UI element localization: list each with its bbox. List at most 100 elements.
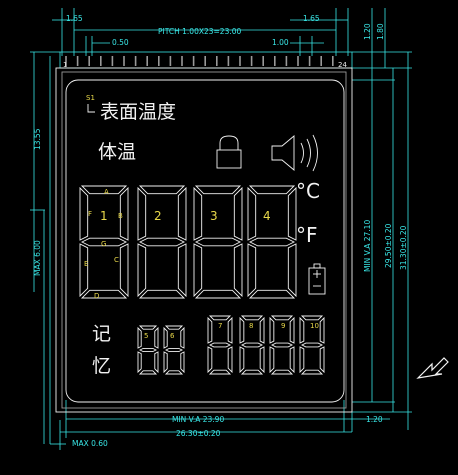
lcd-segment [80, 289, 128, 299]
segment-labels: A B C D E F G [84, 188, 123, 300]
lcd-segment [119, 243, 129, 298]
lcd-segment [299, 316, 305, 344]
arrow-cursor-icon [416, 357, 449, 379]
dim-pitch: PITCH 1.00X23=23.00 [158, 27, 242, 36]
segment-label-f: F [88, 210, 92, 218]
celsius-unit: °C [296, 179, 320, 203]
lcd-segment [138, 237, 186, 247]
digit-label-3: 3 [210, 209, 218, 223]
speaker-icon [271, 134, 318, 172]
seven-segment-digit [247, 185, 297, 299]
dim-panel-height: 29.50±0.20 [384, 223, 393, 268]
lcd-segment [208, 315, 232, 321]
dim-pin-pitch: 1.00 [272, 38, 289, 47]
lcd-segment [79, 243, 89, 298]
lcd-segment [270, 369, 294, 375]
segment-label-a: A [104, 188, 109, 196]
lcd-segment [233, 186, 243, 241]
right-dimensions [352, 8, 412, 430]
digit-label-4: 4 [263, 209, 271, 223]
indicator-s1-mark [87, 104, 95, 113]
memory-label-bottom: 忆 [92, 355, 111, 377]
lcd-segment [138, 185, 186, 195]
small-digit-label-10: 10 [310, 322, 319, 330]
lcd-segment [248, 237, 296, 247]
dim-viewing-area-width: MIN V.A 23.90 [172, 415, 224, 424]
lcd-segment [79, 186, 89, 241]
small-seven-segment-digit [239, 315, 265, 375]
bottom-dimensions [50, 400, 390, 450]
dim-right-r1: 1.20 [363, 23, 372, 40]
lcd-segment [138, 289, 186, 299]
lcd-segment [164, 347, 184, 353]
pin-label-first: 1 [63, 61, 67, 69]
lcd-segment [137, 326, 142, 349]
segment-label-d: D [94, 292, 99, 300]
dim-pin-gap: 0.50 [112, 38, 129, 47]
memory-label-top: 记 [92, 323, 111, 345]
lcd-segment [270, 315, 294, 321]
lcd-segment [138, 347, 158, 353]
lcd-segment [154, 326, 159, 349]
lcd-segment [180, 326, 185, 349]
lcd-segment [289, 346, 295, 374]
lcd-segment [80, 185, 128, 195]
dim-max-thickness: MAX 6.00 [33, 240, 42, 276]
small-digit-label-5: 5 [144, 332, 148, 340]
pin-label-last: 24 [338, 61, 347, 69]
lcd-segment [233, 243, 243, 298]
main-digits [79, 185, 297, 299]
lcd-segment [248, 289, 296, 299]
left-dimensions [30, 51, 60, 444]
lcd-segment [208, 342, 232, 348]
surface-temp-label: 表面温度 [100, 101, 176, 123]
lcd-segment [164, 370, 184, 375]
small-digit-label-6: 6 [170, 332, 175, 340]
lcd-segment [138, 325, 158, 330]
dim-pin-length: 13.55 [33, 128, 42, 150]
lcd-segment [287, 186, 297, 241]
lcd-segment [194, 185, 242, 195]
lcd-segment [164, 325, 184, 330]
lcd-segment [80, 237, 128, 247]
small-seven-segment-digit [163, 325, 185, 375]
lcd-segment [248, 185, 296, 195]
lcd-segment [300, 369, 324, 375]
lcd-segment [137, 243, 147, 298]
lcd-segment [240, 342, 264, 348]
dim-viewing-area-height: MIN V.A 27.10 [363, 220, 372, 272]
lcd-segment [138, 370, 158, 375]
lcd-segment [180, 351, 185, 374]
lcd-segment [194, 289, 242, 299]
lcd-segment [319, 316, 325, 344]
seven-segment-digit [137, 185, 187, 299]
dim-right-r2: 1.80 [376, 23, 385, 40]
lcd-segment [247, 243, 257, 298]
lcd-segment [177, 186, 187, 241]
lock-icon [216, 135, 242, 169]
dim-bottom-right: 1.20 [366, 415, 383, 424]
lcd-segment [269, 346, 275, 374]
panel-outline [55, 67, 353, 413]
memory-digits [137, 315, 325, 375]
segment-label-e: E [84, 260, 88, 268]
lcd-segment [163, 351, 168, 374]
dim-panel-width: 26.30±0.20 [176, 429, 221, 438]
segment-label-g: G [101, 240, 106, 248]
segment-label-b: B [118, 212, 123, 220]
lcd-segment [299, 346, 305, 374]
lcd-segment [239, 316, 245, 344]
lcd-segment [239, 346, 245, 374]
lcd-segment [240, 315, 264, 321]
lcd-segment [137, 351, 142, 374]
body-temp-label: 体温 [98, 141, 136, 163]
small-digit-label-9: 9 [281, 322, 285, 330]
lcd-segment [194, 237, 242, 247]
dim-glass-height: 31.30±0.20 [399, 225, 408, 270]
lcd-segment [319, 346, 325, 374]
lcd-segment [259, 346, 265, 374]
small-seven-segment-digit [269, 315, 295, 375]
lcd-segment [300, 315, 324, 321]
top-dimensions [52, 8, 349, 56]
lcd-segment [137, 186, 147, 241]
